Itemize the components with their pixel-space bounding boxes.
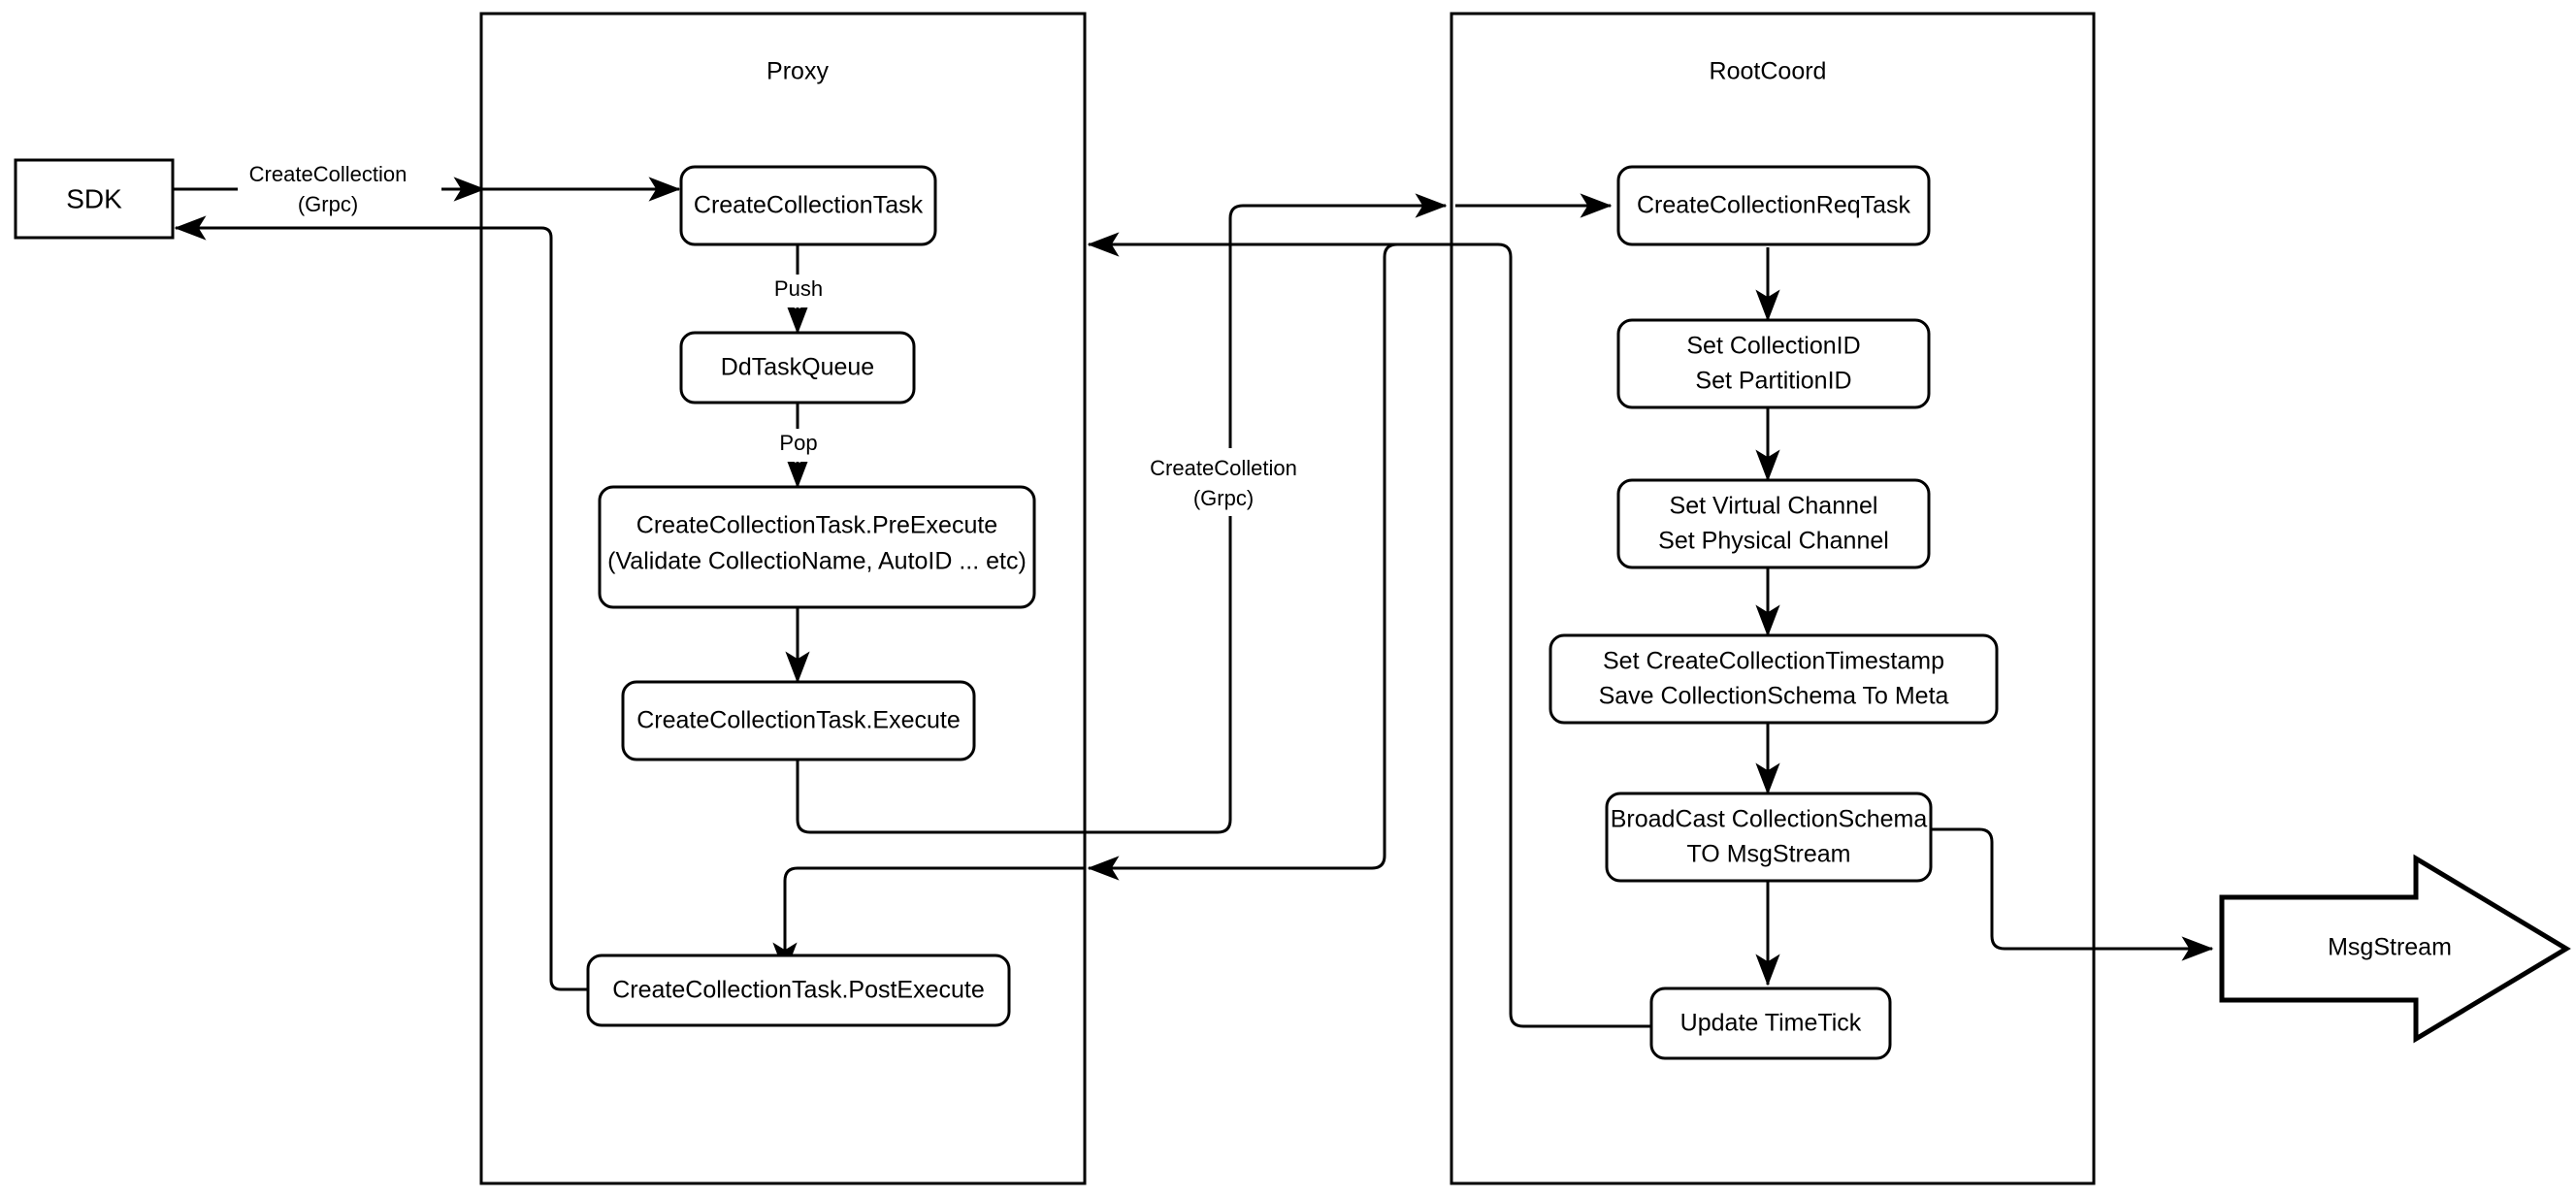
node-create-collection-task[interactable]: CreateCollectionTask [679,165,937,246]
node-post-execute-label: CreateCollectionTask.PostExecute [612,977,985,1004]
edge-label-pop-text: Pop [779,431,817,455]
node-sdk[interactable]: SDK [14,158,175,240]
node-set-ids-label-line1: Set CollectionID [1686,333,1860,360]
node-update-timetick-label: Update TimeTick [1680,1010,1862,1037]
node-set-ids[interactable]: Set CollectionID Set PartitionID [1616,318,1931,409]
edge-label-push-text: Push [774,276,823,301]
node-set-ids-label-line2: Set PartitionID [1695,368,1851,395]
edge-label-proxy-to-rootcoord-line2: (Grpc) [1193,486,1254,510]
edge-return-into-proxy [783,866,1085,970]
edge-return-vertical [1371,243,1398,870]
edge-broadcast-to-msgstream [1931,827,2214,961]
node-update-timetick[interactable]: Update TimeTick [1649,987,1892,1060]
node-broadcast-label-line1: BroadCast CollectionSchema [1611,806,1928,833]
node-set-timestamp-label-line1: Set CreateCollectionTimestamp [1603,648,1944,675]
node-post-execute[interactable]: CreateCollectionTask.PostExecute [586,954,1011,1027]
node-dd-task-queue[interactable]: DdTaskQueue [679,331,916,404]
node-create-collection-req-task[interactable]: CreateCollectionReqTask [1616,165,1931,246]
edge-label-pop: Pop [766,429,831,462]
node-pre-execute[interactable]: CreateCollectionTask.PreExecute (Validat… [598,485,1036,609]
edge-label-sdk-to-proxy-line2: (Grpc) [298,192,358,216]
node-create-collection-task-label: CreateCollectionTask [694,192,924,219]
node-set-timestamp[interactable]: Set CreateCollectionTimestamp Save Colle… [1549,633,1999,725]
edge-label-sdk-to-proxy: CreateCollection (Grpc) [238,155,441,223]
node-create-collection-req-task-label: CreateCollectionReqTask [1637,192,1911,219]
node-pre-execute-label-line2: (Validate CollectioName, AutoID ... etc) [607,548,1027,575]
edge-timetick-return-to-proxy [1092,243,1651,1028]
node-execute-label: CreateCollectionTask.Execute [636,707,961,734]
edge-label-proxy-to-rootcoord: CreateColletion (Grpc) [1133,448,1332,516]
node-sdk-label: SDK [66,183,122,213]
edge-label-push: Push [762,275,835,307]
node-set-channels-label-line2: Set Physical Channel [1658,528,1889,555]
edge-label-proxy-to-rootcoord-line1: CreateColletion [1150,456,1297,480]
node-dd-task-queue-label: DdTaskQueue [721,354,874,381]
node-msgstream[interactable]: MsgStream [2219,854,2571,1044]
node-set-timestamp-label-line2: Save CollectionSchema To Meta [1599,683,1949,710]
edge-label-sdk-to-proxy-line1: CreateCollection [249,162,408,186]
edge-execute-to-rootcoord [796,193,1448,834]
edge-postexecute-to-sdk [174,215,588,991]
node-broadcast-label-line2: TO MsgStream [1686,841,1850,868]
container-rootcoord-label: RootCoord [1710,58,1827,85]
node-set-channels-label-line1: Set Virtual Channel [1670,493,1878,520]
node-set-channels[interactable]: Set Virtual Channel Set Physical Channel [1616,478,1931,569]
node-execute[interactable]: CreateCollectionTask.Execute [621,680,976,761]
container-proxy-label: Proxy [766,58,829,85]
node-broadcast[interactable]: BroadCast CollectionSchema TO MsgStream [1605,792,1933,883]
node-msgstream-label: MsgStream [2328,934,2452,961]
node-pre-execute-label-line1: CreateCollectionTask.PreExecute [636,512,997,539]
